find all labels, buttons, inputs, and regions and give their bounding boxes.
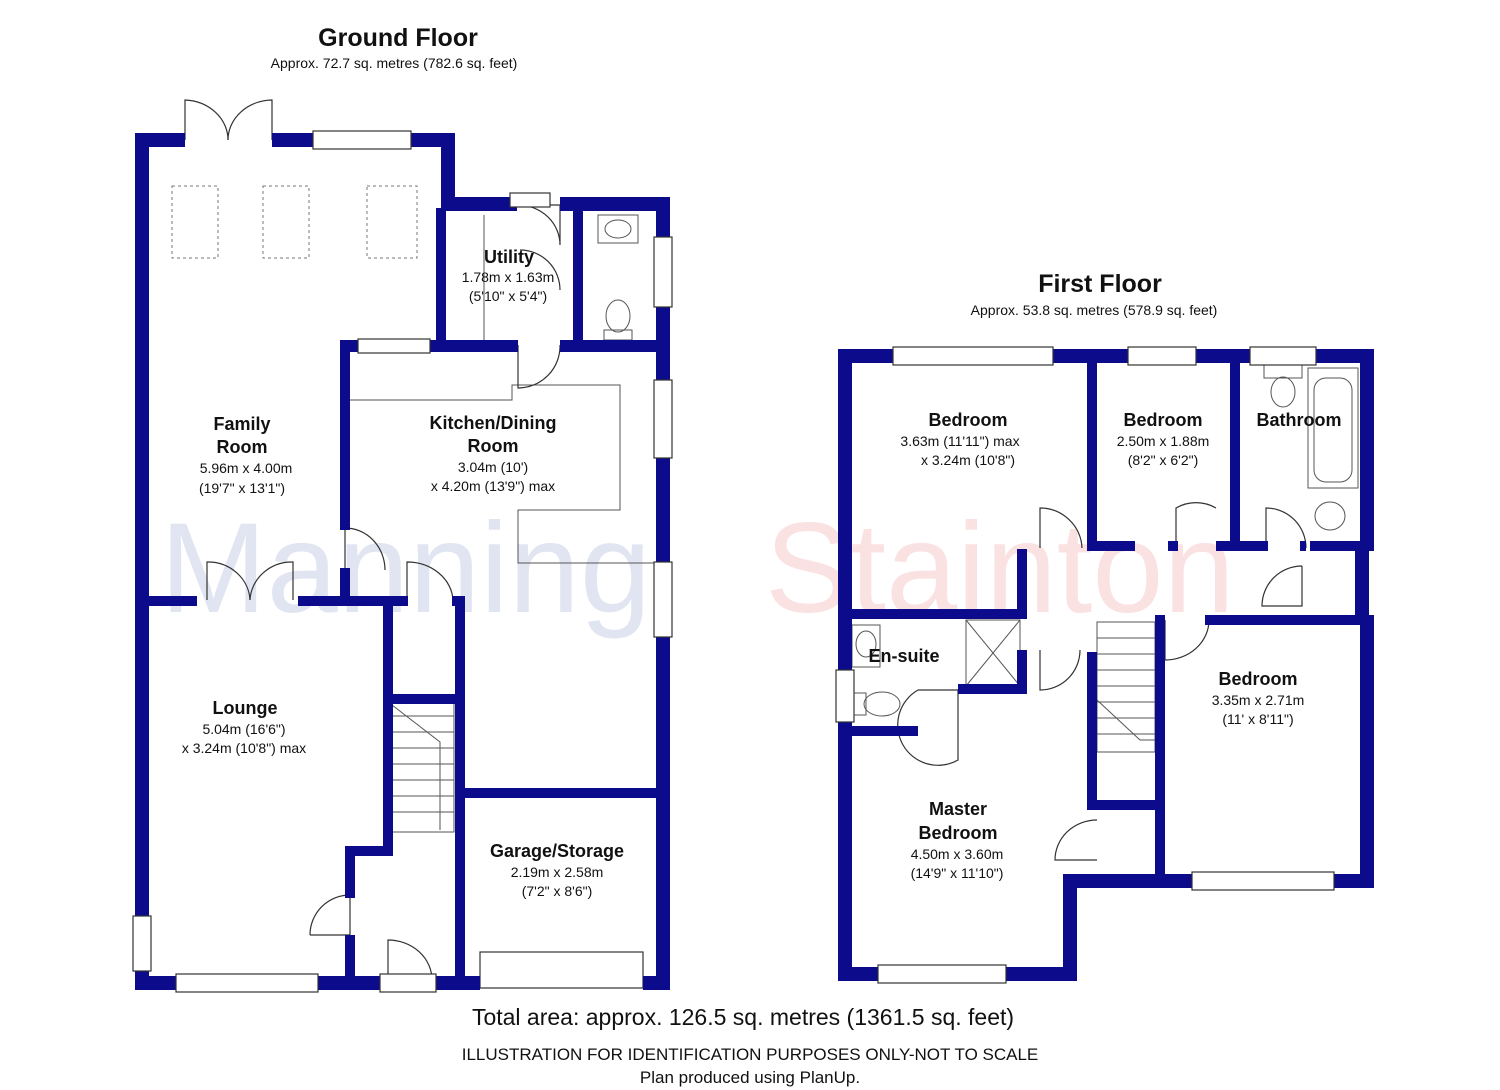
first-floor-labels: First Floor Approx. 53.8 sq. metres (578… xyxy=(868,270,1341,881)
garage-name: Garage/Storage xyxy=(490,841,624,861)
ground-floor-fixtures xyxy=(171,185,655,833)
footer: Total area: approx. 126.5 sq. metres (13… xyxy=(462,1004,1039,1087)
ground-floor-labels: Ground Floor Approx. 72.7 sq. metres (78… xyxy=(182,24,624,899)
utility-name: Utility xyxy=(484,247,534,267)
first-floor-area: Approx. 53.8 sq. metres (578.9 sq. feet) xyxy=(971,302,1218,318)
bedroom2-dim-imperial: (8'2" x 6'2") xyxy=(1128,452,1199,468)
first-floor-windows xyxy=(835,346,1335,984)
produced-by: Plan produced using PlanUp. xyxy=(640,1068,860,1087)
first-floor-plan: First Floor Approx. 53.8 sq. metres (578… xyxy=(835,270,1374,984)
ground-floor-area: Approx. 72.7 sq. metres (782.6 sq. feet) xyxy=(271,55,518,71)
bedroom1-dim-line2: x 3.24m (10'8") xyxy=(921,452,1015,468)
bedroom1-dim-line1: 3.63m (11'11") max xyxy=(900,433,1019,449)
lounge-name: Lounge xyxy=(213,698,278,718)
bathroom-name: Bathroom xyxy=(1257,410,1342,430)
master-bedroom-dim-imperial: (14'9" x 11'10") xyxy=(911,865,1004,881)
first-floor-title: First Floor xyxy=(1038,270,1162,298)
lounge-dim-line1: 5.04m (16'6") xyxy=(202,721,285,737)
utility-dim-metric: 1.78m x 1.63m xyxy=(462,269,555,285)
bedroom3-dim-metric: 3.35m x 2.71m xyxy=(1212,692,1305,708)
lounge-dim-line2: x 3.24m (10'8") max xyxy=(182,740,306,756)
ground-floor-windows xyxy=(132,130,673,993)
first-floor-doors xyxy=(897,502,1307,861)
family-room-dim-imperial: (19'7" x 13'1") xyxy=(199,480,285,496)
kitchen-name-line2: Room xyxy=(468,436,519,456)
garage-dim-metric: 2.19m x 2.58m xyxy=(511,864,604,880)
total-area: Total area: approx. 126.5 sq. metres (13… xyxy=(472,1004,1014,1030)
family-room-dim-metric: 5.96m x 4.00m xyxy=(200,460,293,476)
watermark-manning: Manning xyxy=(160,497,651,640)
bedroom2-dim-metric: 2.50m x 1.88m xyxy=(1117,433,1210,449)
bedroom3-dim-imperial: (11' x 8'11") xyxy=(1222,711,1293,727)
disclaimer: ILLUSTRATION FOR IDENTIFICATION PURPOSES… xyxy=(462,1045,1039,1064)
bedroom1-name: Bedroom xyxy=(928,410,1007,430)
family-room-name-line2: Room xyxy=(217,437,268,457)
kitchen-name-line1: Kitchen/Dining xyxy=(430,413,557,433)
kitchen-dim-line1: 3.04m (10') xyxy=(458,459,528,475)
master-bedroom-name-line1: Master xyxy=(929,799,987,819)
watermark: Manning Stainton xyxy=(160,497,1235,640)
ground-floor-doors xyxy=(184,99,644,989)
bedroom3-name: Bedroom xyxy=(1218,669,1297,689)
family-room-name-line1: Family xyxy=(213,414,270,434)
ground-floor-plan: Ground Floor Approx. 72.7 sq. metres (78… xyxy=(132,24,673,993)
kitchen-dim-line2: x 4.20m (13'9") max xyxy=(431,478,555,494)
bedroom2-name: Bedroom xyxy=(1123,410,1202,430)
ground-floor-title: Ground Floor xyxy=(318,24,478,52)
garage-dim-imperial: (7'2" x 8'6") xyxy=(522,883,593,899)
ensuite-name: En-suite xyxy=(868,646,939,666)
master-bedroom-dim-metric: 4.50m x 3.60m xyxy=(911,846,1004,862)
master-bedroom-name-line2: Bedroom xyxy=(918,823,997,843)
utility-dim-imperial: (5'10" x 5'4") xyxy=(469,288,547,304)
